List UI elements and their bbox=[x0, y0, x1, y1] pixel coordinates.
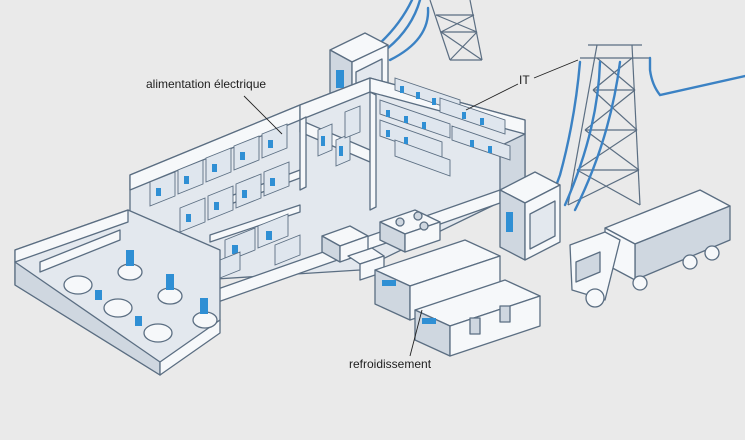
leader-lines bbox=[243, 59, 579, 357]
chiller-units bbox=[321, 209, 441, 281]
electrical-rooms bbox=[149, 105, 361, 281]
label-it: IT bbox=[519, 73, 530, 87]
transformer-booth-right bbox=[499, 171, 561, 261]
generator-units bbox=[63, 250, 218, 343]
power-line-tower-left bbox=[429, 0, 483, 61]
generator-hall bbox=[14, 209, 221, 376]
power-line-tower-right bbox=[546, 44, 745, 212]
label-cooling: refroidissement bbox=[349, 357, 432, 371]
cooling-containers bbox=[374, 239, 541, 357]
label-power-supply: alimentation électrique bbox=[146, 77, 267, 91]
it-server-hall bbox=[379, 77, 511, 177]
delivery-truck bbox=[569, 189, 731, 308]
